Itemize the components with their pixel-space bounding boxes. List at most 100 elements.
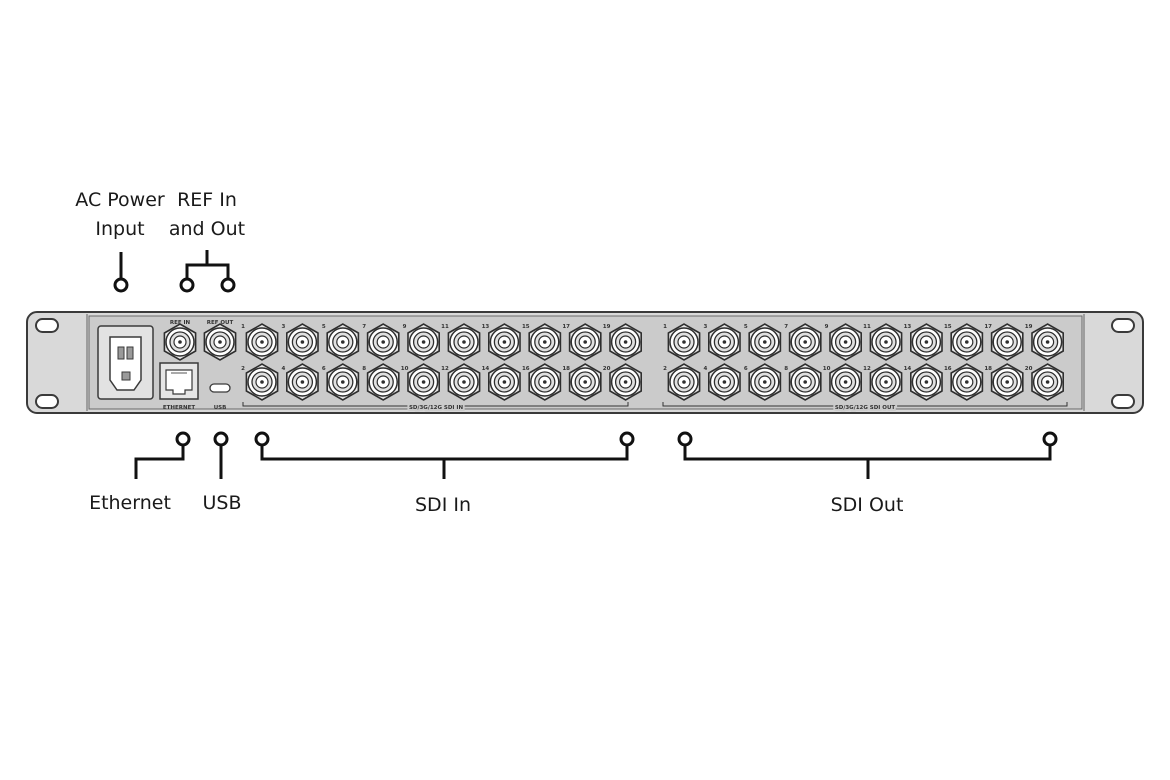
sdi-out-bnc-connector [869,363,903,401]
sdi-in-bnc-connector [326,363,360,401]
sdi-out-port-number: 14 [904,366,912,372]
sdi-in-bnc-connector [447,323,481,361]
sdi-out-port-number: 18 [984,366,992,372]
sdi-in-callout [254,431,635,479]
sdi-out-bnc-connector [910,323,943,361]
sdi-out-bnc-connector [1031,323,1064,361]
ref-in-label: REF IN [170,320,191,326]
sdi-out-port-number: 15 [944,324,952,330]
sdi-out-bnc-connector [788,363,822,401]
ref-title: REF In [177,189,237,211]
sdi-out-port-number: 1 [663,324,667,330]
ac-power-title: AC Power [75,189,165,211]
sdi-in-port-number: 12 [441,366,449,372]
sdi-in-port-number: 7 [362,324,366,330]
sdi-in-port-number: 20 [603,366,611,372]
ac-power-callout [113,252,129,293]
ref-in-bnc-connector [163,323,197,361]
sdi-out-port-number: 9 [825,324,829,330]
ref-out-bnc-connector [203,323,237,361]
sdi-in-bnc-connector [407,363,440,401]
sdi-out-port-number: 7 [784,324,788,330]
sdi-in-bnc-connector [245,323,279,361]
sdi-in-bnc-connector [568,323,602,361]
sdi-in-bnc-connector [568,363,602,401]
sdi-in-port-number: 18 [562,366,570,372]
sdi-out-port-number: 3 [703,324,707,330]
rack-slot [1111,318,1135,333]
sdi-in-port-number: 16 [522,366,530,372]
sdi-out-bnc-connector [708,363,741,401]
usb-port-label: USB [214,405,227,411]
sdi-out-port-number: 17 [984,324,992,330]
sdi-in-group-label: SD/3G/12G SDI IN [409,405,464,411]
sdi-out-group-label: SD/3G/12G SDI OUT [835,405,896,411]
sdi-out-bnc-connector [667,323,701,361]
port-number-layer: 1234567891011121314151617181920123456789… [241,324,1033,372]
sdi-out-bnc-connector [829,323,862,361]
ethernet-port [159,362,199,400]
sdi-in-bnc-connector [326,323,360,361]
usb-port [209,383,231,393]
sdi-in-port-number: 10 [401,366,409,372]
sdi-out-bnc-connector [788,323,822,361]
ac-power-inlet [97,325,154,400]
sdi-in-bnc-connector [245,363,279,401]
usb-callout [213,431,229,479]
sdi-in-port-number: 13 [482,324,490,330]
sdi-out-port-number: 20 [1025,366,1033,372]
sdi-out-port-number: 12 [863,366,871,372]
ref-out-label: REF OUT [207,320,234,326]
sdi-out-bnc-connector [829,363,862,401]
sdi-in-bnc-connector [609,323,642,361]
sdi-out-callout-label: SDI Out [831,494,904,516]
sdi-out-bnc-connector [950,323,984,361]
sdi-out-port-number: 2 [663,366,667,372]
sdi-out-bnc-connector [869,323,903,361]
sdi-in-bnc-connector [286,363,319,401]
sdi-out-bnc-connector [667,363,701,401]
sdi-out-port-number: 16 [944,366,952,372]
ref-callout [179,250,236,293]
sdi-in-bnc-connector [366,323,400,361]
sdi-in-bnc-connector [528,323,562,361]
sdi-out-bnc-connector [748,323,782,361]
sdi-out-port-number: 19 [1025,324,1033,330]
sdi-in-bnc-connector [609,363,642,401]
sdi-in-port-number: 17 [562,324,570,330]
ref-subtitle: and Out [169,218,245,240]
sdi-in-port-number: 9 [403,324,407,330]
sdi-in-bnc-connector [488,363,521,401]
sdi-in-port-number: 2 [241,366,245,372]
sdi-out-bnc-connector [1031,363,1064,401]
sdi-in-bnc-connector [528,363,562,401]
sdi-in-bnc-connector [366,363,400,401]
sdi-in-port-number: 5 [322,324,326,330]
sdi-in-port-number: 14 [482,366,490,372]
sdi-in-bnc-connector [488,323,521,361]
sdi-in-port-number: 1 [241,324,245,330]
sdi-out-group-bracket [662,402,1068,407]
sdi-in-bnc-connector [286,323,319,361]
rack-slot [35,394,59,409]
sdi-out-bnc-connector [910,363,943,401]
sdi-in-bnc-connector [447,363,481,401]
ethernet-port-label: ETHERNET [163,405,195,411]
sdi-in-callout-label: SDI In [415,494,471,516]
sdi-in-bnc-connector [407,323,440,361]
sdi-out-port-number: 13 [904,324,912,330]
sdi-in-port-number: 6 [322,366,326,372]
connector-layer [163,323,1064,401]
sdi-out-callout [677,431,1058,479]
sdi-out-port-number: 8 [784,366,788,372]
rack-slot [35,318,59,333]
sdi-in-group-bracket [242,402,629,407]
sdi-out-bnc-connector [950,363,984,401]
sdi-out-bnc-connector [990,323,1024,361]
sdi-out-port-number: 6 [744,366,748,372]
sdi-out-port-number: 11 [863,324,871,330]
sdi-in-port-number: 3 [281,324,285,330]
ac-power-subtitle: Input [95,218,144,240]
ethernet-callout [134,431,191,479]
